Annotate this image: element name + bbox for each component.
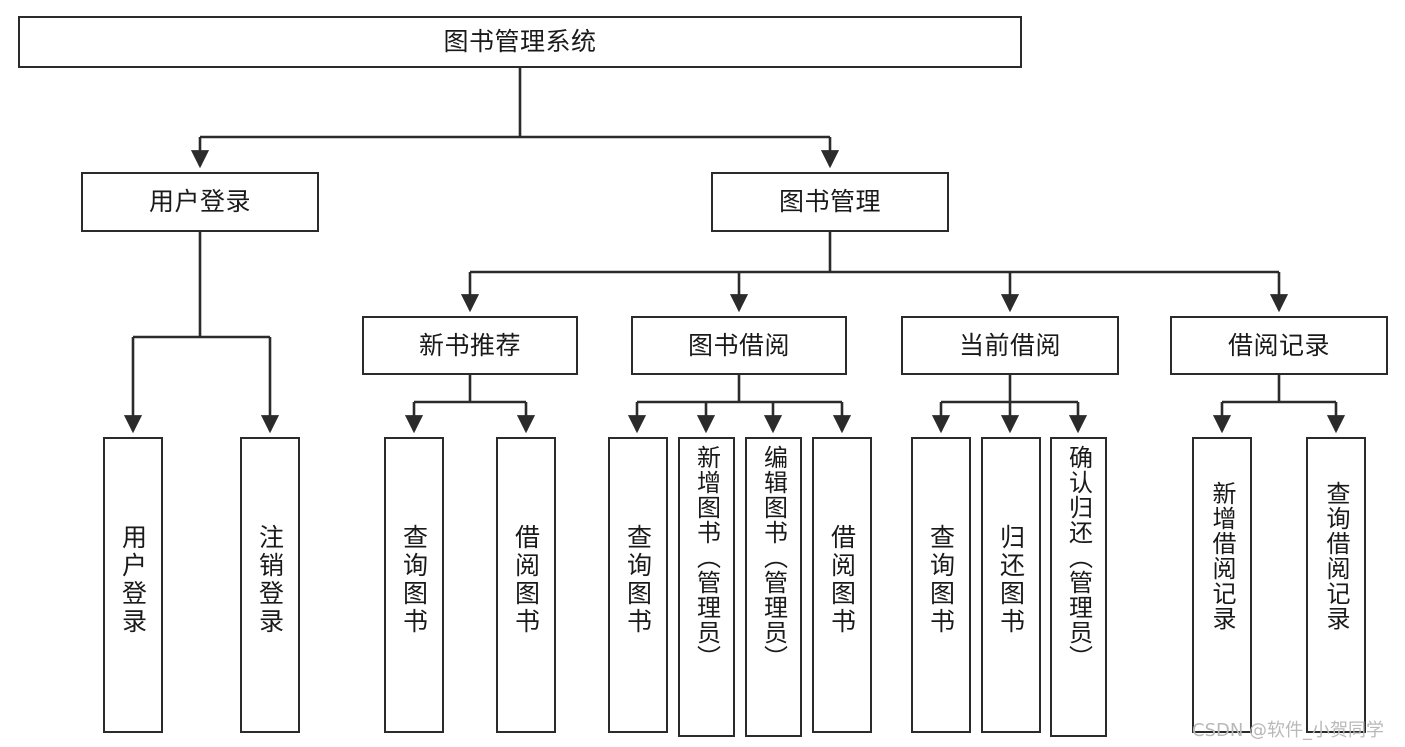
- node-book-manage[interactable]: 图书管理: [711, 172, 949, 232]
- leaf-borrow-book-borrow[interactable]: 借阅图书: [812, 437, 872, 733]
- node-label: 编辑图书（管理员）: [759, 445, 788, 670]
- leaf-borrow-book-recommend[interactable]: 借阅图书: [496, 437, 556, 733]
- leaf-edit-book-admin[interactable]: 编辑图书（管理员）: [745, 437, 802, 737]
- leaf-query-book-borrow[interactable]: 查询图书: [608, 437, 668, 733]
- node-root-system[interactable]: 图书管理系统: [18, 16, 1022, 68]
- node-label: 借阅图书: [827, 524, 857, 636]
- node-book-borrow[interactable]: 图书借阅: [631, 316, 847, 375]
- node-label: 借阅记录: [1227, 330, 1330, 360]
- node-label: 用户登录: [148, 187, 251, 217]
- node-label: 确认归还（管理员）: [1064, 445, 1093, 670]
- node-label: 查询图书: [399, 524, 429, 636]
- leaf-query-book-current[interactable]: 查询图书: [911, 437, 971, 733]
- leaf-logout-login[interactable]: 注销登录: [240, 437, 300, 733]
- leaf-return-book[interactable]: 归还图书: [981, 437, 1041, 733]
- node-label: 查询借阅记录: [1322, 481, 1350, 631]
- node-borrow-record[interactable]: 借阅记录: [1170, 316, 1388, 375]
- node-label: 新增图书（管理员）: [692, 445, 721, 670]
- node-label: 归还图书: [996, 524, 1026, 636]
- node-label: 图书借阅: [687, 330, 790, 360]
- node-label: 当前借阅: [958, 330, 1061, 360]
- node-label: 新书推荐: [418, 330, 521, 360]
- node-label: 新增借阅记录: [1208, 481, 1236, 631]
- node-label: 查询图书: [623, 524, 653, 636]
- node-new-book-recommend[interactable]: 新书推荐: [362, 316, 578, 375]
- leaf-add-borrow-record[interactable]: 新增借阅记录: [1192, 437, 1252, 733]
- node-label: 用户登录: [118, 524, 148, 636]
- csdn-watermark: CSDN @软件_小贺同学: [1192, 720, 1385, 741]
- node-label: 图书管理: [778, 187, 881, 217]
- leaf-confirm-return-admin[interactable]: 确认归还（管理员）: [1050, 437, 1107, 737]
- node-label: 借阅图书: [511, 524, 541, 636]
- node-label: 查询图书: [926, 524, 956, 636]
- node-user-login[interactable]: 用户登录: [81, 172, 319, 232]
- leaf-add-book-admin[interactable]: 新增图书（管理员）: [678, 437, 735, 737]
- node-current-borrow[interactable]: 当前借阅: [901, 316, 1119, 375]
- leaf-user-login[interactable]: 用户登录: [103, 437, 163, 733]
- leaf-query-borrow-record[interactable]: 查询借阅记录: [1306, 437, 1366, 733]
- node-label: 注销登录: [255, 524, 285, 636]
- leaf-query-book-recommend[interactable]: 查询图书: [384, 437, 444, 733]
- node-label: 图书管理系统: [443, 27, 597, 57]
